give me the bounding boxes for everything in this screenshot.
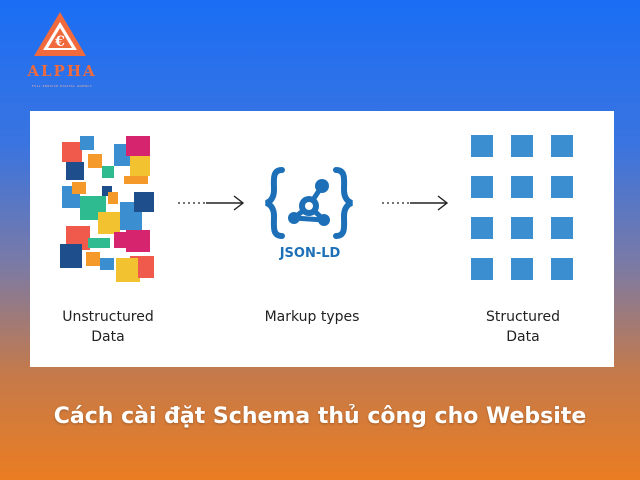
stage-label-line: Markup types xyxy=(264,309,360,325)
grid-cell xyxy=(551,135,573,157)
flow-arrow-1 xyxy=(178,195,245,211)
grid-cell xyxy=(471,135,493,157)
stage-label-line: Structured xyxy=(485,309,560,325)
mosaic-square xyxy=(102,186,112,196)
flow-arrow-2 xyxy=(382,195,449,211)
mosaic-square xyxy=(80,136,94,150)
grid-cell xyxy=(511,135,533,157)
stage-label-structured: Structured Data xyxy=(443,307,603,347)
json-ld-icon xyxy=(265,167,353,239)
mosaic-square xyxy=(134,192,154,212)
brand-tagline: FULL SERVICE DIGITAL AGENCY xyxy=(31,84,93,88)
grid-cell xyxy=(551,258,573,280)
mosaic-square xyxy=(60,244,82,268)
grid-cell xyxy=(551,176,573,198)
headline: Cách cài đặt Schema thủ công cho Website xyxy=(53,404,587,429)
alpha-logo: € ALPHA FULL SERVICE DIGITAL AGENCY xyxy=(14,10,106,90)
mosaic-square xyxy=(126,230,150,252)
grid-cell xyxy=(511,258,533,280)
grid-cell xyxy=(471,258,493,280)
stage-label-line: Data xyxy=(506,329,540,345)
mosaic-square xyxy=(66,162,84,180)
mosaic-square xyxy=(62,142,82,162)
mosaic-square xyxy=(114,232,126,248)
svg-text:€: € xyxy=(54,34,65,50)
grid-cell xyxy=(511,176,533,198)
mosaic-square xyxy=(108,192,118,204)
mosaic-square xyxy=(88,238,110,248)
mosaic-square xyxy=(72,182,86,194)
mosaic-square xyxy=(124,176,148,184)
mosaic-square xyxy=(130,156,150,176)
grid-cell xyxy=(551,217,573,239)
brand-name: ALPHA xyxy=(27,62,97,80)
mosaic-square xyxy=(102,166,114,178)
stage-label-markup: Markup types xyxy=(232,307,392,327)
diagram-panel: JSON-LD Unstructured Data xyxy=(30,111,614,367)
grid-cell xyxy=(511,217,533,239)
grid-cell xyxy=(471,176,493,198)
grid-cell xyxy=(471,217,493,239)
mosaic-square xyxy=(100,258,114,270)
alpha-logo-icon: € xyxy=(34,12,86,56)
mosaic-square xyxy=(88,154,102,168)
mosaic-square xyxy=(86,252,100,266)
stage-label-unstructured: Unstructured Data xyxy=(28,307,188,347)
mosaic-square xyxy=(126,136,150,156)
mosaic-square xyxy=(116,258,138,282)
stage-label-line: Unstructured xyxy=(62,309,154,325)
stage-label-line: Data xyxy=(91,329,125,345)
json-ld-label: JSON-LD xyxy=(279,246,341,261)
unstructured-data-mosaic xyxy=(58,134,158,284)
mosaic-square xyxy=(98,212,120,234)
